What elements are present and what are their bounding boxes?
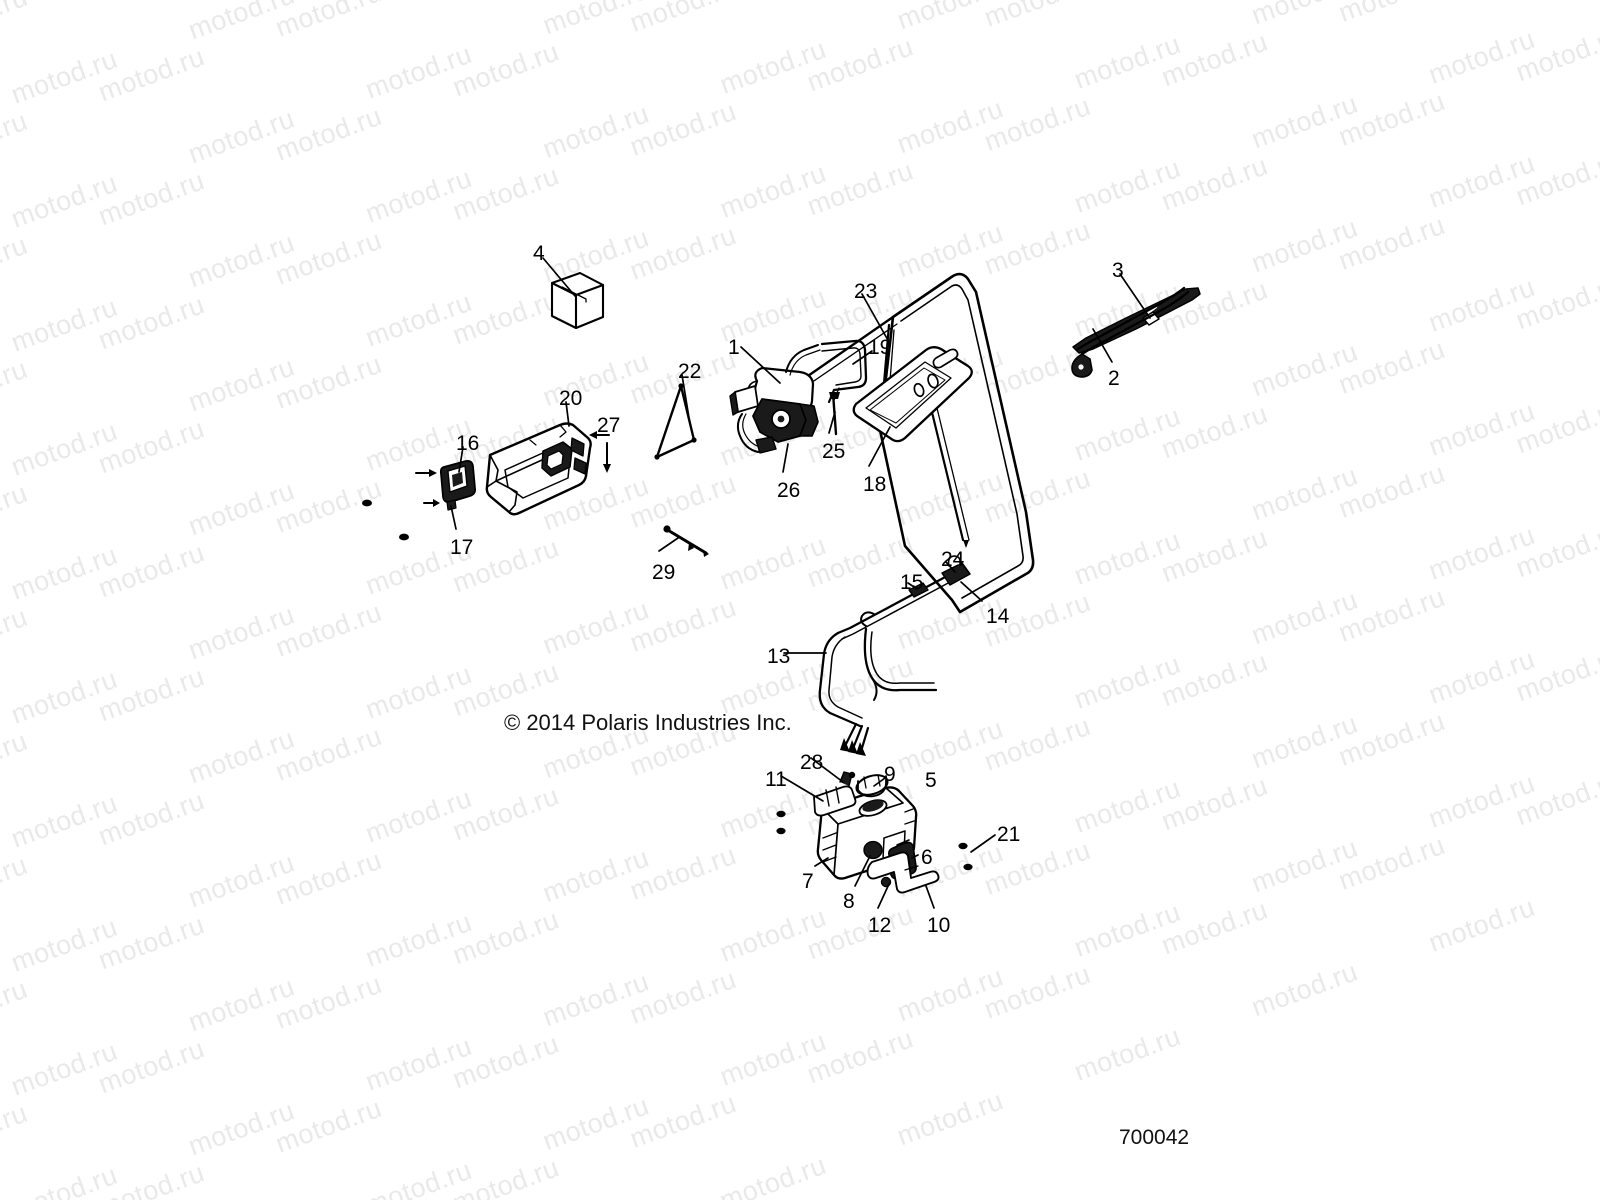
callout-windshield-seal: 23 bbox=[854, 280, 878, 303]
wiper-motor-assembly-group bbox=[729, 339, 868, 454]
callout-fastener: 21 bbox=[997, 823, 1021, 846]
drawing-number: 700042 bbox=[1119, 1126, 1190, 1149]
washer-bottle-group bbox=[813, 771, 940, 894]
callout-wiper-blade: 3 bbox=[1112, 259, 1124, 282]
callout-pivot-rod: 29 bbox=[652, 561, 676, 584]
callout-hose-end-fitting: 28 bbox=[800, 751, 824, 774]
callout-relay-box: 4 bbox=[533, 242, 545, 265]
callout-pump-bracket: 10 bbox=[927, 914, 951, 937]
copyright-notice: © 2014 Polaris Industries Inc. bbox=[504, 710, 792, 735]
callout-wiper-arm: 2 bbox=[1108, 367, 1120, 390]
callout-switch-screw: 17 bbox=[450, 536, 474, 559]
callout-washer-bottle-assembly: 5 bbox=[925, 769, 937, 792]
callout-wiper-switch: 16 bbox=[456, 432, 480, 455]
callout-wiper-motor-assembly: 1 bbox=[728, 336, 740, 359]
washer-hose-routing-group bbox=[818, 555, 971, 756]
dash-console-group bbox=[415, 422, 611, 516]
callout-gusset-plate: 22 bbox=[678, 360, 702, 383]
callout-wiper-linkage: 19 bbox=[868, 336, 892, 359]
wiper-arm-blade-group bbox=[1071, 286, 1201, 378]
callout-motor-mount: 26 bbox=[777, 479, 801, 502]
callout-hose-tee-connector: 14 bbox=[986, 605, 1010, 628]
callout-washer-pump: 6 bbox=[921, 846, 933, 869]
callout-hose-grommet: 24 bbox=[941, 548, 965, 571]
callout-grommet: 8 bbox=[843, 890, 855, 913]
pivot-rod-group bbox=[663, 525, 709, 557]
callout-mounting-bracket: 18 bbox=[863, 473, 887, 496]
mounting-bracket-18-group bbox=[852, 346, 973, 443]
callout-hose-clip: 15 bbox=[900, 571, 924, 594]
fastener-dots-group bbox=[362, 499, 973, 871]
callout-washer-hose: 13 bbox=[767, 645, 791, 668]
callout-screw: 12 bbox=[868, 914, 892, 937]
callout-bolt: 25 bbox=[822, 440, 846, 463]
callout-filler-neck: 11 bbox=[765, 768, 787, 791]
leader-lines-group bbox=[450, 257, 1151, 909]
callout-bottle-cap: 9 bbox=[884, 763, 896, 786]
callout-dash-console: 20 bbox=[559, 387, 583, 410]
callout-washer-bottle: 7 bbox=[802, 870, 814, 893]
callout-console-fastener: 27 bbox=[597, 414, 621, 437]
